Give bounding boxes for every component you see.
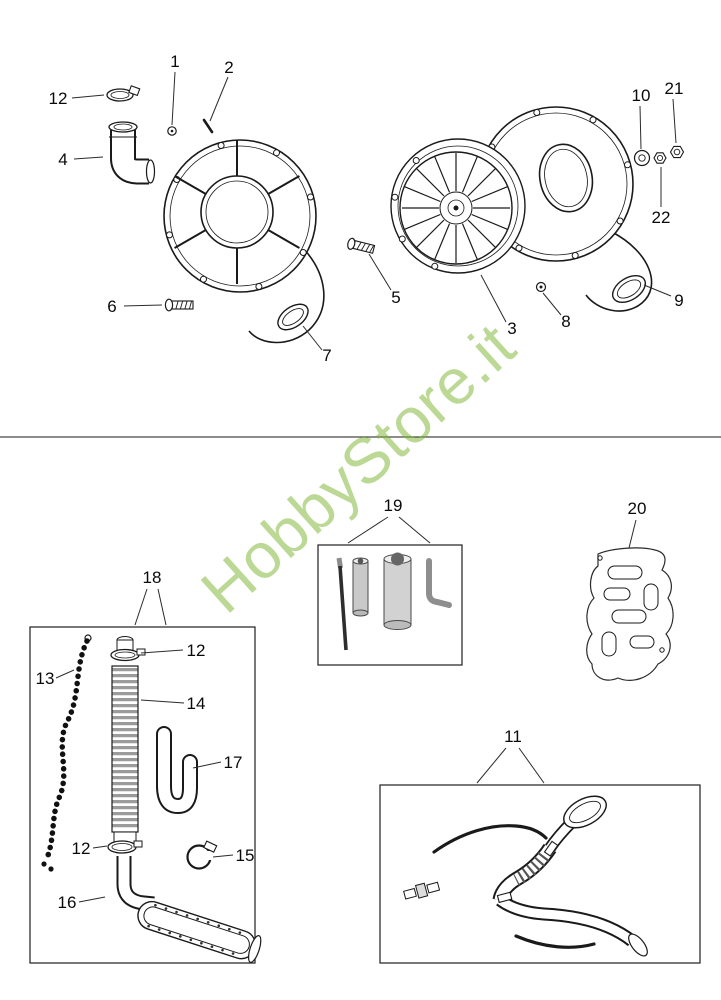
fuel-line-hose-upper <box>432 824 548 854</box>
hose-box-frame <box>379 784 701 964</box>
screw-part-5 <box>347 237 376 254</box>
spark-plug-socket-large <box>383 552 412 630</box>
part-label-13: 13 <box>36 669 55 688</box>
part-label-5: 5 <box>391 288 400 307</box>
part-label-3: 3 <box>507 319 516 338</box>
part-label-16: 16 <box>58 893 77 912</box>
part-label-21: 21 <box>665 79 684 98</box>
allen-key-tool <box>426 558 452 608</box>
starter-chain-part-13 <box>41 634 92 872</box>
inlet-elbow-part-4 <box>108 121 156 185</box>
tool-box-frame <box>317 544 463 666</box>
part-label-19: 19 <box>384 496 403 515</box>
part-label-22: 22 <box>652 208 671 227</box>
part-label-20: 20 <box>628 499 647 518</box>
part-label-12-lower: 12 <box>72 839 91 858</box>
part-label-18: 18 <box>143 568 162 587</box>
gasket-part-20: 20 <box>586 499 674 681</box>
handle-grip-part-17 <box>156 726 198 815</box>
nozzle-tube-part-16 <box>116 856 262 964</box>
socket-wrench-small <box>352 557 369 617</box>
fan-impeller-part-3 <box>390 138 526 274</box>
hose-clamp-part-12-middle <box>110 648 146 662</box>
tool-kit-box-19: 19 <box>317 496 463 666</box>
blower-housing-front-assembly: 1 2 12 4 6 5 7 <box>49 52 401 365</box>
cleaning-rod-tool <box>336 557 348 651</box>
nut-part-22 <box>653 152 667 164</box>
flex-hose-part-14 <box>111 665 139 846</box>
part-label-7: 7 <box>322 346 331 365</box>
nut-part-21 <box>669 145 685 159</box>
pin-part-2 <box>202 118 214 134</box>
part-label-8: 8 <box>561 312 570 331</box>
part-label-9: 9 <box>674 291 683 310</box>
part-label-14: 14 <box>187 694 206 713</box>
bolt-part-8 <box>535 281 547 293</box>
part-label-2: 2 <box>224 58 233 77</box>
part-label-17: 17 <box>224 753 243 772</box>
clamp-part-15 <box>186 840 218 870</box>
blower-tube-kit-box-18: 18 13 12 14 17 12 15 16 <box>29 568 262 964</box>
part-label-15: 15 <box>236 846 255 865</box>
part-label-4: 4 <box>58 150 67 169</box>
line-connectors <box>403 881 441 900</box>
kit-box-18-frame <box>29 626 256 964</box>
hose-clamp-part-12-lower <box>107 840 143 854</box>
part-label-11: 11 <box>504 727 522 746</box>
part-label-10: 10 <box>632 86 651 105</box>
hose-kit-box-11: 11 <box>379 727 701 964</box>
washer-part-10 <box>633 149 651 167</box>
blower-housing-rear-assembly: 3 8 9 10 21 22 <box>390 79 685 338</box>
screw-part-6 <box>164 298 194 312</box>
blower-hose-assembly <box>492 795 648 957</box>
hose-clamp-part-12-upper <box>106 85 141 102</box>
part-label-1: 1 <box>170 52 179 71</box>
part-label-12-middle: 12 <box>187 641 206 660</box>
fuel-line-hose-lower <box>514 934 596 949</box>
nut-part-1 <box>167 126 177 136</box>
blower-housing-front-part-7 <box>163 139 325 344</box>
part-label-12-upper: 12 <box>49 89 68 108</box>
fan-blades <box>402 153 510 263</box>
part-label-6: 6 <box>107 297 116 316</box>
